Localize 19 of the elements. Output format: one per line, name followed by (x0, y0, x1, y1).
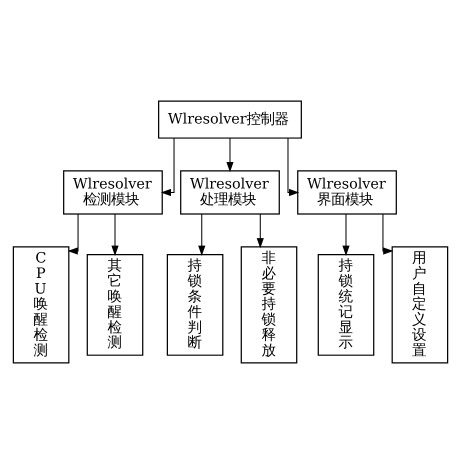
arrow (226, 138, 234, 172)
arrow (67, 214, 78, 254)
node-box: Wlresolver 处理模块 (180, 170, 280, 214)
arrow (286, 138, 299, 196)
arrow (256, 214, 264, 248)
node-box: 用户自定义设置 (391, 246, 448, 363)
node-box: 其它唤醒检测 (86, 253, 143, 356)
arrow (198, 214, 205, 256)
arrow (382, 214, 393, 254)
node-box: CPU唤醒检测 (12, 246, 69, 363)
node-box: Wlresolver 检测模块 (62, 170, 162, 214)
node-box: 持锁条件判断 (166, 253, 223, 356)
node-box: Wlresolver控制器 (158, 100, 302, 138)
node-box: Wlresolver 界面模块 (296, 170, 396, 214)
arrow (160, 138, 174, 196)
arrow (110, 214, 118, 256)
node-box: 持锁统记显示 (317, 253, 374, 356)
node-box: 非必要持锁释放 (240, 246, 297, 363)
arrow (342, 214, 350, 256)
